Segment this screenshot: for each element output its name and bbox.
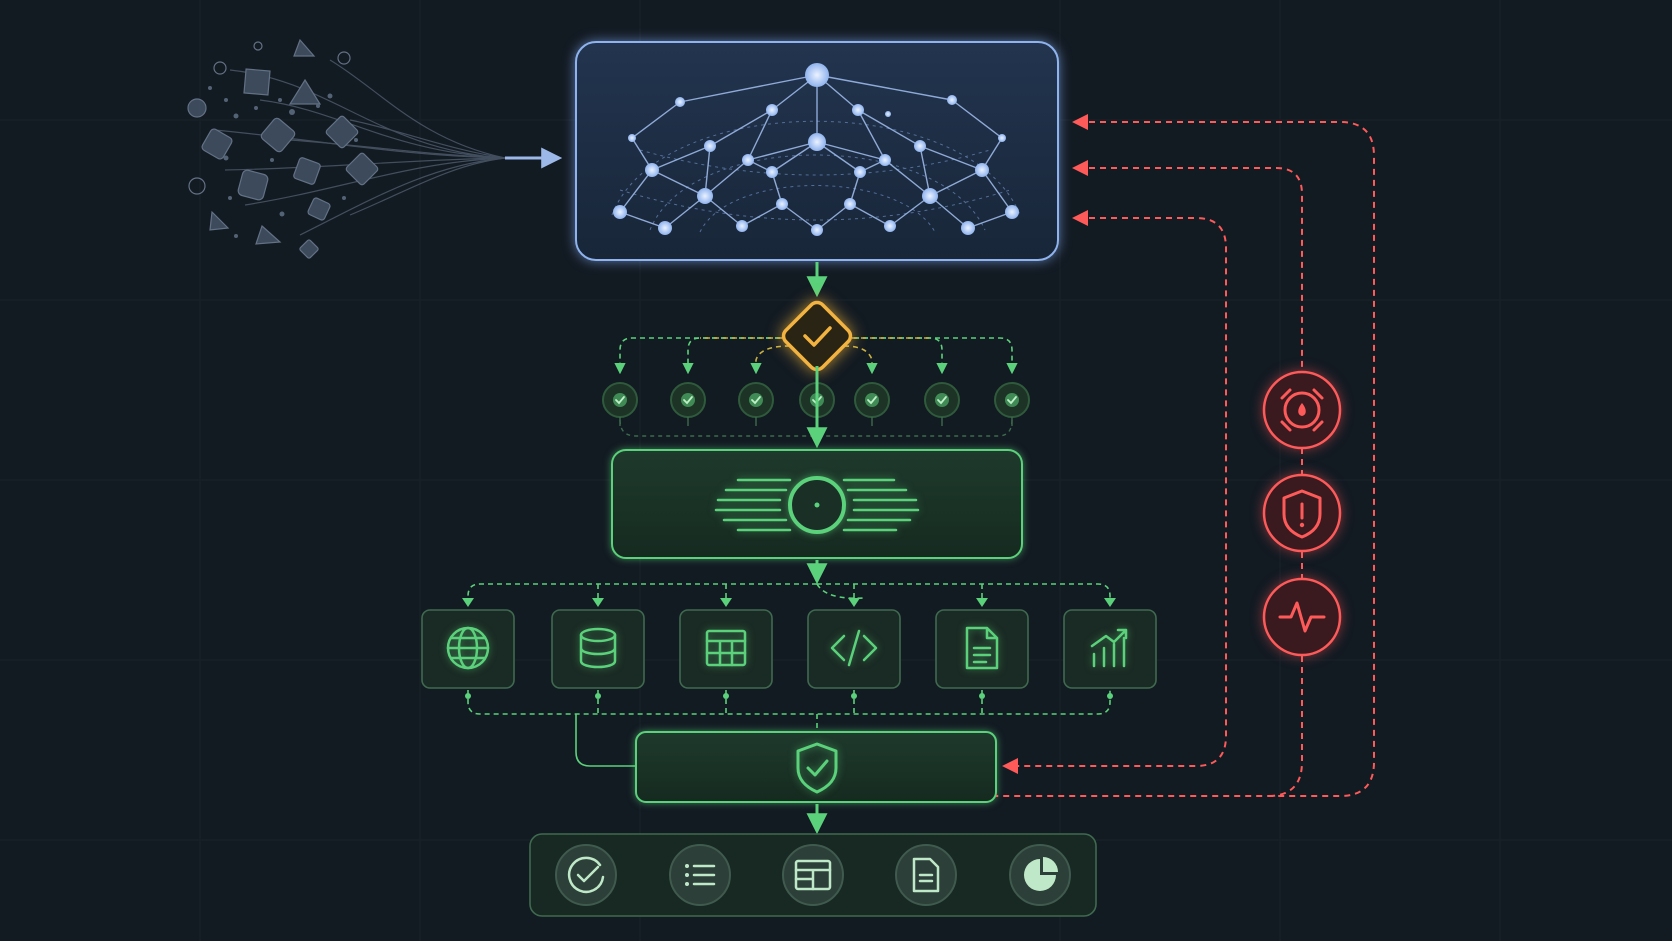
tool-card[interactable] xyxy=(679,609,773,689)
document-icon xyxy=(912,857,940,893)
check-dot-icon xyxy=(924,382,960,426)
list-icon xyxy=(685,864,716,886)
monitor-node[interactable] xyxy=(1262,473,1342,553)
checkpoints-row xyxy=(602,382,1030,437)
output-item[interactable] xyxy=(669,844,731,906)
decision-gate[interactable] xyxy=(614,299,1018,375)
check-dot-icon xyxy=(994,382,1030,426)
tool-card[interactable] xyxy=(807,609,901,689)
shield-check-icon xyxy=(796,742,838,794)
output-item[interactable] xyxy=(895,844,957,906)
scattered-shapes-icon xyxy=(187,38,506,259)
bar-chart-up-icon xyxy=(1090,628,1128,668)
output-item[interactable] xyxy=(555,844,617,906)
code-icon xyxy=(830,629,878,667)
output-item[interactable] xyxy=(1009,844,1071,906)
check-dot-icon xyxy=(602,382,638,426)
pie-chart-icon xyxy=(1024,857,1058,891)
globe-icon xyxy=(446,626,490,670)
speed-core-icon xyxy=(714,476,920,534)
core-engine[interactable] xyxy=(611,449,1023,559)
database-icon xyxy=(579,627,617,669)
tool-card[interactable] xyxy=(935,609,1029,689)
check-circle-icon xyxy=(567,856,605,894)
feedback-loops xyxy=(996,121,1375,797)
tool-card[interactable] xyxy=(551,609,645,689)
tool-card[interactable] xyxy=(421,609,515,689)
document-icon xyxy=(965,626,999,670)
guard-node[interactable] xyxy=(635,731,997,803)
heartbeat-icon xyxy=(1278,601,1326,633)
check-dot-icon xyxy=(854,382,890,426)
check-diamond-icon xyxy=(781,300,853,372)
check-dot-icon xyxy=(670,382,706,426)
tool-card[interactable] xyxy=(1063,609,1157,689)
monitor-node[interactable] xyxy=(1262,370,1342,450)
monitor-node[interactable] xyxy=(1262,577,1342,657)
shield-alert-icon xyxy=(1282,489,1322,539)
tools-collect xyxy=(467,690,1111,728)
tools-fanout xyxy=(467,583,1111,604)
feedback-arrowheads xyxy=(1002,114,1088,774)
output-item[interactable] xyxy=(782,844,844,906)
check-dot-icon xyxy=(738,382,774,426)
target-alert-icon xyxy=(1280,388,1324,432)
tools-side-line xyxy=(575,714,636,767)
outputs-panel xyxy=(529,833,1097,917)
model-node[interactable] xyxy=(575,41,1059,261)
tool-arrowheads xyxy=(462,598,1116,699)
table-icon xyxy=(705,629,747,667)
knowledge-graph-icon xyxy=(611,63,1021,236)
layout-table-icon xyxy=(794,859,832,891)
